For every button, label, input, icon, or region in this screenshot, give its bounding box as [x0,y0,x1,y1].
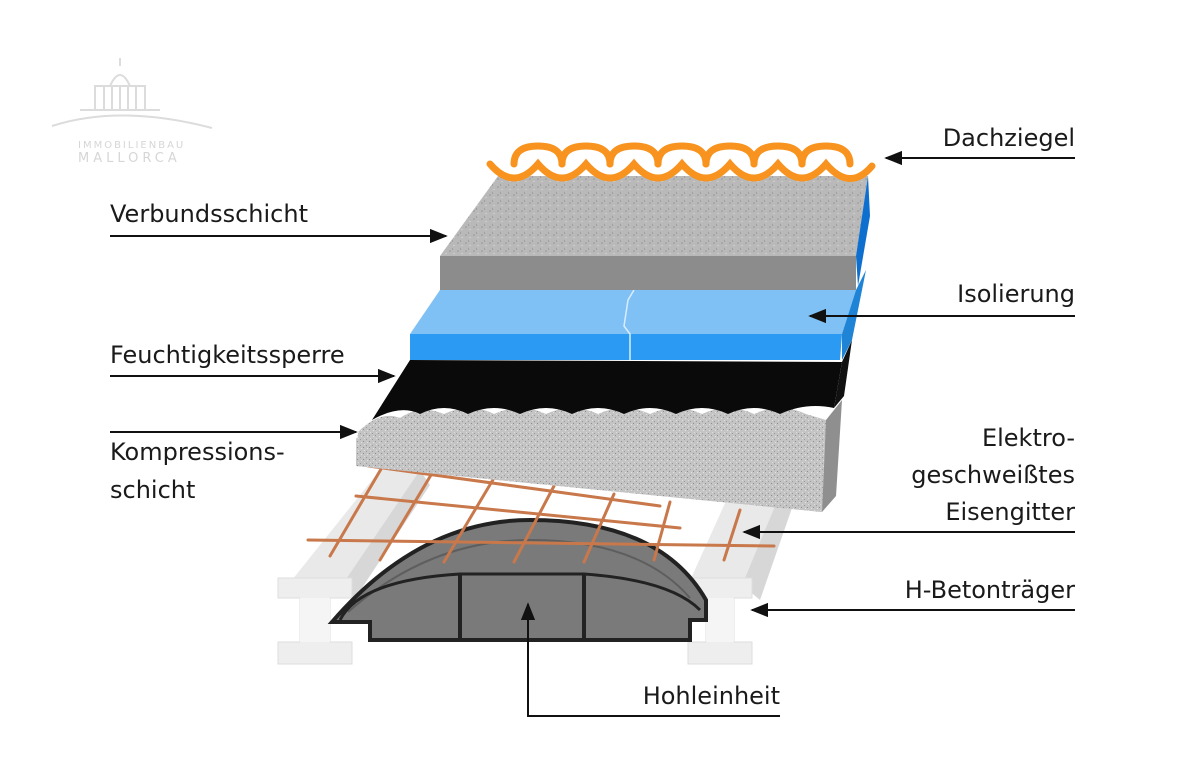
logo: IMMOBILIENBAU MALLORCA [51,58,213,166]
hollow-unit [327,517,708,642]
label-dachziegel: Dachziegel [943,124,1075,152]
label-kompressions-line-2: schicht [110,476,195,504]
insulation-layer [410,270,866,360]
label-verbundsschicht: Verbundsschicht [110,200,308,228]
logo-line-2: MALLORCA [78,151,181,166]
compression-layer [356,400,842,512]
label-kompressions-line-1: Kompressions- [110,438,285,466]
label-eisengitter-line-3: Eisengitter [945,498,1075,526]
label-betontraeger: H-Betonträger [905,576,1075,604]
roof-tiles [486,142,876,182]
composite-layer [440,176,870,290]
leader-lines [110,150,1075,717]
labels: Dachziegel Verbundsschicht Isolierung Fe… [110,124,1075,710]
label-eisengitter-line-1: Elektro- [982,424,1075,452]
iron-mesh [306,462,776,564]
logo-line-1: IMMOBILIENBAU [78,140,185,151]
moisture-barrier [372,340,852,420]
label-feuchtigkeitssperre: Feuchtigkeitssperre [110,341,345,369]
leader-hohleinheit [520,602,780,717]
label-hohleinheit: Hohleinheit [643,682,780,710]
label-eisengitter-line-2: geschweißtes [911,461,1075,489]
building-icon [51,58,213,129]
label-isolierung: Isolierung [957,280,1075,308]
